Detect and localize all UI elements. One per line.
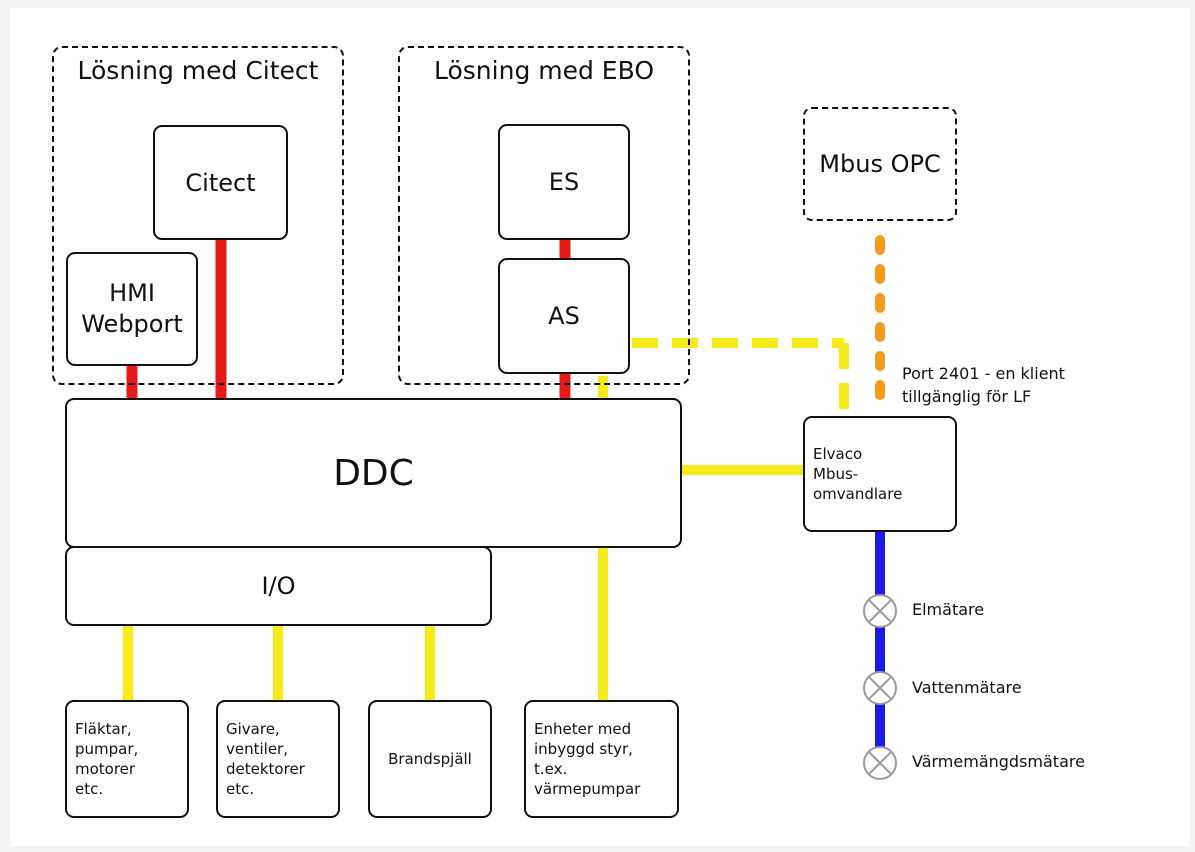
enheter-label: Enheter med inbyggd styr, t.ex. värmepum… — [534, 719, 641, 799]
citect-solution-group: Lösning med Citect — [52, 46, 344, 385]
elvaco-converter-box: Elvaco Mbus- omvandlare — [803, 416, 957, 532]
ebo-group-title: Lösning med EBO — [434, 56, 654, 85]
es-box: ES — [498, 124, 630, 240]
ddc-box: DDC — [65, 398, 682, 548]
meter-label-varmemangdsmatare: Värmemängdsmätare — [912, 752, 1085, 771]
meter-label-elmatare: Elmätare — [912, 600, 985, 619]
ddc-label: DDC — [333, 452, 414, 494]
meter-icon — [863, 594, 897, 628]
givare-label: Givare, ventiler, detektorer etc. — [226, 719, 305, 799]
brandspjall-label: Brandspjäll — [388, 750, 472, 768]
flaktar-label: Fläktar, pumpar, motorer etc. — [75, 719, 139, 799]
citect-group-title: Lösning med Citect — [77, 56, 319, 85]
mbus-opc-label: Mbus OPC — [819, 150, 941, 178]
port-note: Port 2401 - en klient tillgänglig för LF — [902, 364, 1065, 407]
as-label: AS — [548, 302, 580, 330]
flaktar-box: Fläktar, pumpar, motorer etc. — [65, 700, 189, 818]
es-label: ES — [548, 168, 580, 196]
as-box: AS — [498, 258, 630, 374]
brandspjall-box: Brandspjäll — [368, 700, 492, 818]
meter-label-vattenmatare: Vattenmätare — [912, 678, 1022, 697]
citect-label: Citect — [185, 168, 256, 197]
io-label: I/O — [261, 572, 296, 600]
ebo-solution-group: Lösning med EBO — [398, 46, 690, 385]
hmi-webport-label: HMI Webport — [81, 278, 183, 338]
givare-box: Givare, ventiler, detektorer etc. — [216, 700, 340, 818]
mbus-opc-box: Mbus OPC — [803, 107, 957, 221]
meter-symbols — [863, 594, 897, 780]
elvaco-converter-label: Elvaco Mbus- omvandlare — [813, 444, 903, 504]
io-box: I/O — [65, 546, 492, 626]
citect-box: Citect — [153, 125, 288, 240]
meter-icon — [863, 746, 897, 780]
enheter-box: Enheter med inbyggd styr, t.ex. värmepum… — [524, 700, 679, 818]
meter-icon — [863, 671, 897, 705]
hmi-webport-box: HMI Webport — [66, 252, 198, 366]
